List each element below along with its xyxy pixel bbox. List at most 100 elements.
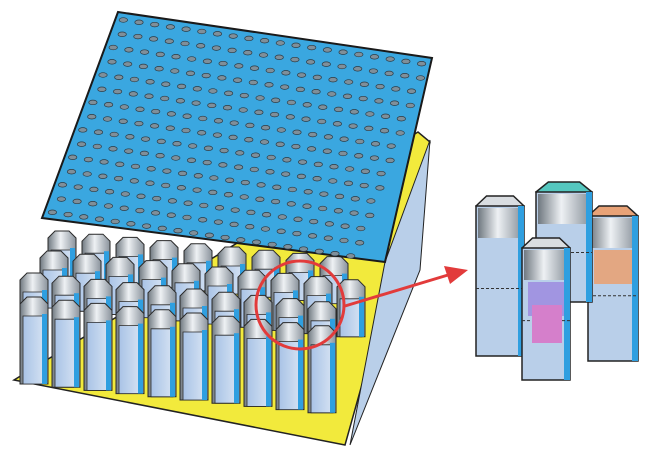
face-sheet-hole [405, 102, 415, 109]
face-sheet-hole [146, 166, 156, 172]
face-sheet-hole [368, 68, 378, 74]
face-sheet-hole [256, 182, 266, 188]
face-sheet-hole [364, 125, 374, 132]
face-sheet-hole [225, 177, 235, 183]
face-sheet-hole [245, 122, 255, 129]
face-sheet-hole [97, 86, 107, 92]
face-sheet-hole [211, 45, 221, 51]
face-sheet-hole [180, 40, 190, 47]
face-sheet-hole [218, 60, 228, 67]
face-sheet-hole [333, 208, 343, 214]
face-sheet-hole [309, 218, 319, 225]
face-sheet-hole [255, 95, 265, 101]
face-sheet-hole [119, 205, 129, 211]
face-sheet-hole [167, 198, 177, 204]
face-sheet-hole [104, 102, 114, 108]
face-sheet-hole [306, 59, 316, 65]
face-sheet-hole [307, 44, 317, 51]
detail-cell [474, 195, 526, 357]
face-sheet-hole [189, 230, 199, 236]
face-sheet-hole [353, 66, 363, 72]
face-sheet-hole [220, 234, 230, 241]
face-sheet-hole [171, 54, 181, 60]
face-sheet-hole [359, 81, 369, 87]
face-sheet-hole [89, 186, 99, 193]
face-sheet-hole [182, 113, 192, 119]
face-sheet-hole [79, 214, 89, 220]
face-sheet-hole [286, 99, 296, 106]
face-sheet-hole [214, 205, 225, 211]
face-sheet-hole [322, 47, 332, 53]
honeycomb-cell [275, 322, 305, 411]
face-sheet-hole [185, 70, 196, 76]
face-sheet-hole [354, 153, 364, 159]
face-sheet-hole [243, 50, 253, 56]
face-sheet-hole [248, 79, 258, 86]
face-sheet-hole [68, 154, 78, 160]
face-sheet-hole [381, 113, 391, 119]
face-sheet-hole [228, 134, 238, 141]
face-sheet-hole [375, 83, 385, 90]
face-sheet-hole [139, 150, 149, 157]
face-sheet-hole [202, 159, 212, 166]
face-sheet-hole [321, 61, 331, 67]
face-sheet-hole [322, 148, 332, 154]
face-sheet-hole [188, 143, 198, 149]
face-sheet-hole [342, 93, 353, 99]
face-sheet-hole [293, 216, 303, 222]
face-sheet-hole [107, 59, 117, 65]
face-sheet-hole [150, 21, 160, 28]
face-sheet-hole [102, 116, 113, 122]
face-sheet-hole [203, 145, 213, 151]
face-sheet-hole [99, 159, 109, 165]
face-sheet-hole [173, 228, 183, 234]
face-sheet-hole [277, 214, 287, 220]
face-sheet-hole [155, 51, 165, 58]
face-sheet-hole [142, 223, 152, 229]
callout-arrow [344, 273, 449, 308]
face-sheet-hole [94, 216, 105, 222]
face-sheet-hole [234, 164, 244, 170]
honeycomb-cell [243, 318, 273, 407]
face-sheet-hole [276, 228, 286, 234]
face-sheet-hole [154, 66, 164, 72]
face-sheet-hole [113, 88, 123, 95]
face-sheet-hole [338, 150, 348, 157]
face-sheet-hole [135, 106, 145, 112]
face-sheet-hole [98, 72, 108, 78]
face-sheet-hole [144, 93, 154, 99]
face-sheet-hole [114, 74, 124, 80]
face-sheet-hole [317, 118, 327, 125]
face-sheet-hole [207, 102, 217, 109]
face-sheet-hole [319, 191, 329, 197]
face-sheet-hole [114, 175, 124, 182]
face-sheet-hole [318, 104, 328, 110]
face-sheet-hole [359, 182, 369, 189]
cell-detail [474, 181, 640, 381]
face-sheet-hole [165, 24, 175, 30]
face-sheet-hole [228, 33, 238, 39]
face-sheet-hole [366, 198, 376, 204]
face-sheet-hole [374, 98, 384, 104]
face-sheet-hole [329, 164, 339, 170]
face-sheet-hole [149, 36, 159, 42]
face-sheet-hole [150, 123, 160, 129]
face-sheet-hole [181, 127, 191, 134]
face-sheet-hole [172, 141, 182, 147]
face-sheet-hole [254, 109, 264, 115]
face-sheet-hole [72, 198, 82, 205]
face-sheet-hole [133, 33, 143, 40]
face-sheet-hole [208, 189, 218, 196]
face-sheet-hole [223, 192, 234, 198]
face-sheet-hole [151, 210, 161, 216]
face-sheet-hole [260, 226, 271, 232]
face-sheet-hole [124, 148, 134, 154]
face-sheet-hole [66, 169, 77, 175]
face-sheet-hole [177, 83, 187, 90]
face-sheet-hole [77, 141, 87, 147]
face-sheet-hole [138, 63, 148, 70]
face-sheet-hole [208, 88, 218, 94]
honeycomb-cell [147, 309, 177, 398]
face-sheet-hole [276, 127, 286, 133]
